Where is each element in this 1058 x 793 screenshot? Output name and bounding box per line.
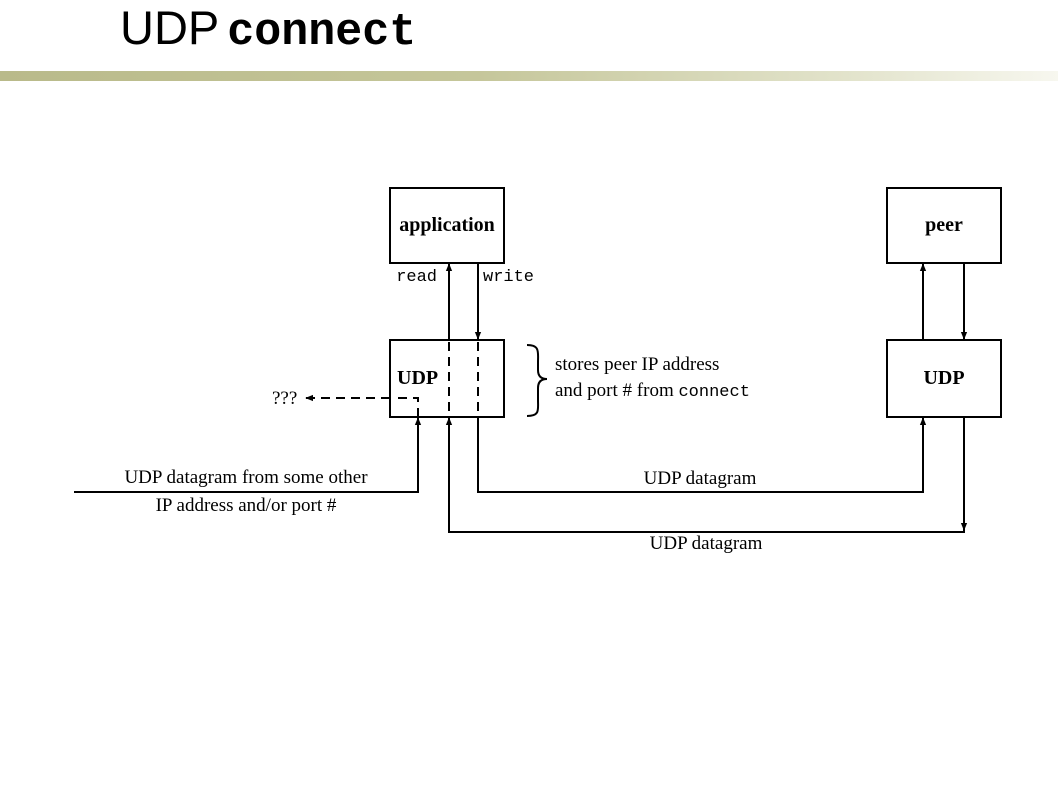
title-plain: UDP xyxy=(120,1,220,54)
stores-label-code: connect xyxy=(678,383,749,402)
udp-right-box-label: UDP xyxy=(923,367,964,389)
udp-left-box xyxy=(389,339,505,418)
application-box xyxy=(389,187,505,264)
application-box-label: application xyxy=(399,214,495,236)
datagram-outbound-label: UDP datagram xyxy=(644,468,757,489)
datagram-outbound-arrow xyxy=(477,417,927,493)
write-label: write xyxy=(483,268,534,287)
peer-box xyxy=(886,187,1002,264)
other-source-line2: IP address and/or port # xyxy=(156,495,337,516)
read-label: read xyxy=(396,268,437,287)
stores-label-line1: stores peer IP address xyxy=(555,354,719,375)
stores-brace xyxy=(526,344,548,417)
other-source-arrow xyxy=(74,417,422,493)
other-source-line1: UDP datagram from some other xyxy=(124,467,368,488)
slide-title: UDP connect xyxy=(120,4,416,55)
title-rule xyxy=(0,71,1058,81)
datagram-inbound-label: UDP datagram xyxy=(650,533,763,554)
unknown-label: ??? xyxy=(272,388,297,409)
udp-right-box xyxy=(886,339,1002,418)
peer-box-label: peer xyxy=(925,214,963,236)
discard-path-dashed xyxy=(392,397,419,417)
datagram-inbound-arrow xyxy=(445,417,965,533)
stores-label-prefix: and port # from xyxy=(555,380,678,401)
udp-left-box-label: UDP xyxy=(397,367,438,389)
title-code: connect xyxy=(227,7,417,58)
stores-label-line2: and port # from connect xyxy=(555,380,750,402)
